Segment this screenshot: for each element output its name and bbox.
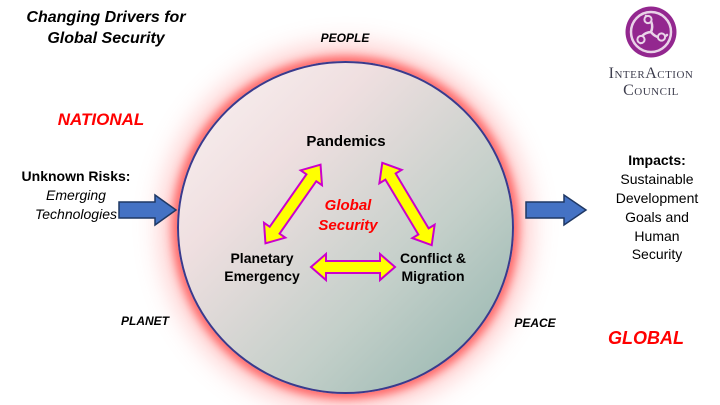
impacts-body: Sustainable Development Goals and Human … xyxy=(615,170,699,263)
unknown-risks-title: Unknown Risks: xyxy=(21,168,131,184)
impacts-title: Impacts: xyxy=(628,152,686,168)
logo-wordmark: InterAction Council xyxy=(586,65,716,100)
pandemics-conflict-arrow-icon xyxy=(378,161,436,247)
label-peace: PEACE xyxy=(514,316,556,330)
interaction-council-logo: InterAction Council xyxy=(586,5,716,100)
logo-line1: InterAction xyxy=(608,65,694,82)
node-conflict-migration: Conflict & Migration xyxy=(399,250,467,285)
node-global-security: Global Security xyxy=(318,197,378,234)
slide-title: Changing Drivers for Global Security xyxy=(26,9,186,47)
label-global: GLOBAL xyxy=(608,328,684,348)
node-planetary-emergency: Planetary Emergency xyxy=(224,250,300,285)
right-flow-arrow-icon xyxy=(525,193,588,227)
triskelion-logo-icon xyxy=(625,6,677,58)
logo-line2: Council xyxy=(623,81,679,99)
label-national: NATIONAL xyxy=(57,110,145,129)
impacts-block: Impacts: Sustainable Development Goals a… xyxy=(597,151,717,264)
label-people: PEOPLE xyxy=(320,31,370,45)
unknown-risks-sub: Emerging Technologies xyxy=(35,186,117,222)
pandemics-planetary-arrow-icon xyxy=(262,163,324,245)
node-pandemics: Pandemics xyxy=(306,133,386,150)
global-security-circle xyxy=(177,61,514,394)
label-planet: PLANET xyxy=(121,314,169,328)
left-flow-arrow-icon xyxy=(118,193,178,227)
unknown-risks-block: Unknown Risks: Emerging Technologies xyxy=(0,167,152,224)
planetary-conflict-arrow-icon xyxy=(309,251,397,283)
